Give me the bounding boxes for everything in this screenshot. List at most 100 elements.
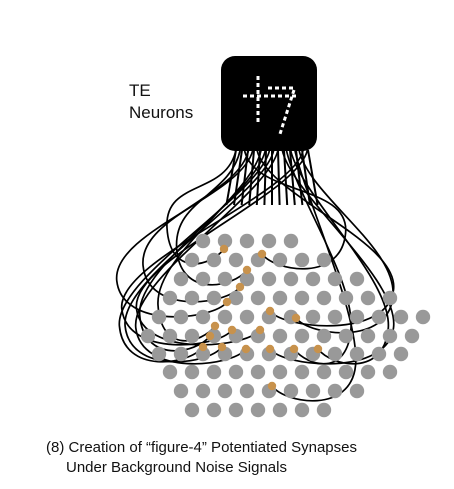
grid-node: [228, 252, 244, 268]
grid-node: [239, 383, 255, 399]
wire-bundle-line: [283, 149, 289, 206]
grid-node: [305, 271, 321, 287]
grid-node: [206, 402, 222, 418]
grid-node: [140, 328, 156, 344]
grid-node: [184, 252, 200, 268]
grid-node: [217, 383, 233, 399]
grid-node: [349, 346, 365, 362]
grid-node: [195, 346, 211, 362]
grid-node: [360, 328, 376, 344]
grid-node: [184, 364, 200, 380]
grid-node: [184, 328, 200, 344]
grid-node: [217, 233, 233, 249]
grid-node: [195, 309, 211, 325]
potentiated-synapse: [210, 321, 220, 331]
connection-wire: [243, 149, 347, 270]
grid-node: [151, 309, 167, 325]
potentiated-synapse: [219, 244, 229, 254]
grid-node: [415, 309, 431, 325]
connection-wire: [289, 149, 390, 365]
grid-node: [239, 233, 255, 249]
neuron-grid: [140, 233, 431, 418]
grid-node: [217, 309, 233, 325]
grid-node: [272, 290, 288, 306]
grid-node: [349, 309, 365, 325]
grid-node: [327, 346, 343, 362]
potentiated-synapse: [291, 313, 301, 323]
grid-node: [283, 383, 299, 399]
potentiated-synapse: [242, 265, 252, 275]
wire-bundle-line: [295, 149, 304, 206]
grid-node: [349, 271, 365, 287]
grid-node: [217, 271, 233, 287]
grid-node: [173, 271, 189, 287]
wire-bundle-line: [263, 149, 267, 206]
grid-node: [316, 328, 332, 344]
grid-node: [316, 252, 332, 268]
grid-node: [316, 290, 332, 306]
grid-node: [250, 364, 266, 380]
grid-node: [206, 364, 222, 380]
grid-node: [261, 233, 277, 249]
te-label-line2: Neurons: [129, 103, 194, 122]
grid-node: [382, 290, 398, 306]
potentiated-synapse: [217, 342, 227, 352]
connection-wire: [124, 149, 275, 363]
potentiated-synapse: [255, 325, 265, 335]
grid-node: [294, 364, 310, 380]
grid-node: [327, 271, 343, 287]
grid-node: [360, 290, 376, 306]
potentiated-synapse: [267, 381, 277, 391]
potentiated-synapse: [235, 282, 245, 292]
grid-node: [228, 402, 244, 418]
potentiated-synapse: [289, 344, 299, 354]
grid-node: [195, 383, 211, 399]
grid-node: [272, 402, 288, 418]
grid-node: [404, 328, 420, 344]
grid-node: [239, 309, 255, 325]
grid-node: [382, 328, 398, 344]
grid-node: [393, 309, 409, 325]
wire-bundle-line: [277, 149, 281, 206]
grid-node: [338, 290, 354, 306]
grid-node: [173, 309, 189, 325]
grid-node: [382, 364, 398, 380]
grid-node: [250, 290, 266, 306]
grid-node: [327, 309, 343, 325]
grid-node: [327, 383, 343, 399]
potentiated-synapse: [198, 342, 208, 352]
grid-node: [151, 346, 167, 362]
grid-node: [360, 364, 376, 380]
grid-node: [261, 271, 277, 287]
wire-bundle-line: [225, 149, 237, 206]
potentiated-synapse: [313, 344, 323, 354]
grid-node: [162, 364, 178, 380]
te-neuron-box: [221, 56, 317, 151]
grid-node: [349, 383, 365, 399]
connection-wire: [115, 149, 254, 318]
potentiated-synapse: [222, 297, 232, 307]
grid-node: [272, 328, 288, 344]
te-neuron-box-bg: [221, 56, 317, 151]
wire-bundle-line: [255, 149, 261, 206]
grid-node: [228, 290, 244, 306]
caption-line1: (8) Creation of “figure-4” Potentiated S…: [46, 439, 357, 456]
connection-wire: [134, 149, 279, 365]
grid-node: [272, 252, 288, 268]
grid-node: [272, 364, 288, 380]
grid-node: [184, 402, 200, 418]
te-label-line1: TE: [129, 81, 151, 100]
grid-node: [316, 364, 332, 380]
potentiated-synapse: [265, 306, 275, 316]
wire-bundle-line: [301, 149, 311, 206]
grid-node: [393, 346, 409, 362]
grid-node: [338, 364, 354, 380]
grid-node: [195, 233, 211, 249]
grid-node: [250, 402, 266, 418]
wire-bundle-line: [248, 149, 255, 206]
grid-node: [173, 383, 189, 399]
figure-caption: (8) Creation of “figure-4” Potentiated S…: [46, 438, 357, 478]
potentiated-synapse: [265, 344, 275, 354]
